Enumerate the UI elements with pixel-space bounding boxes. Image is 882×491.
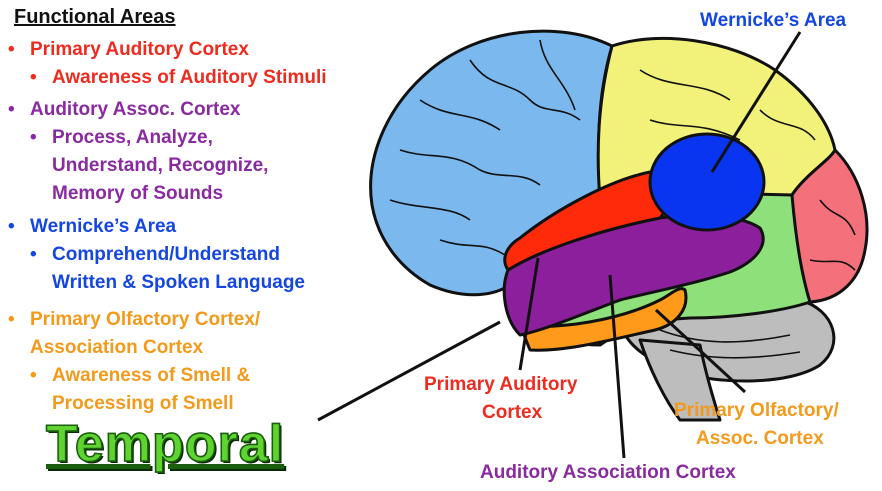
bullet-olfactory: •Primary Olfactory Cortex/	[8, 309, 261, 330]
olfactory-cortex	[518, 287, 688, 352]
wernicke-area	[648, 132, 766, 232]
bullet-awareness-auditory: •Awareness of Auditory Stimuli	[30, 67, 327, 88]
pointer-lines	[317, 31, 802, 459]
brain-stem	[638, 338, 722, 422]
label-primary-auditory-2: Cortex	[482, 402, 543, 423]
label-olfactory-1: Primary Olfactory/	[674, 400, 839, 421]
pointer-auditory-assoc	[608, 274, 626, 459]
bullet-understand: Understand, Recognize,	[52, 155, 269, 176]
label-olfactory-2: Assoc. Cortex	[696, 428, 824, 449]
bullet-wernicke: •Wernicke’s Area	[8, 216, 177, 237]
bullet-awareness-smell: •Awareness of Smell &	[30, 365, 251, 386]
pointer-wernicke	[710, 31, 802, 173]
pointer-olfactory	[654, 308, 747, 394]
bullet-written-spoken: Written & Spoken Language	[52, 272, 306, 293]
bullet-processing-smell: Processing of Smell	[52, 393, 234, 414]
bullet-association-cortex: Association Cortex	[30, 337, 204, 358]
gyri-lines	[389, 39, 856, 359]
bullet-memory: Memory of Sounds	[52, 183, 224, 204]
heading: Functional Areas	[14, 6, 176, 28]
label-primary-auditory-1: Primary Auditory	[424, 374, 578, 395]
label-wernicke: Wernicke’s Area	[700, 10, 847, 31]
lobe-title: Temporal	[45, 414, 285, 474]
pointer-temporal	[317, 320, 501, 422]
bullet-auditory-assoc: •Auditory Assoc. Cortex	[8, 99, 241, 120]
bullet-process: •Process, Analyze,	[30, 127, 213, 148]
pointer-primary-auditory	[518, 257, 540, 371]
primary-auditory-cortex	[503, 170, 668, 272]
bullet-primary-auditory: •Primary Auditory Cortex	[8, 39, 249, 60]
bullet-comprehend: •Comprehend/Understand	[30, 244, 281, 265]
label-auditory-association: Auditory Association Cortex	[480, 462, 736, 483]
